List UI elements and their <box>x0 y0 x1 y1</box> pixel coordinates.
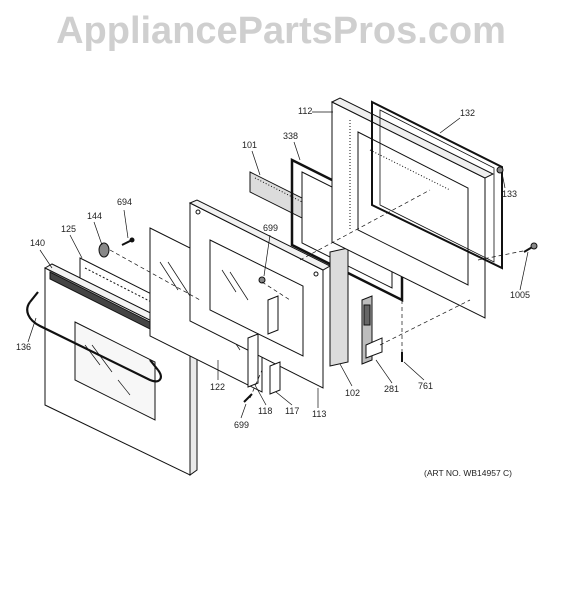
side-insulation-strip <box>329 247 349 367</box>
callout-281: 281 <box>384 384 399 394</box>
callout-118: 118 <box>258 406 272 416</box>
callout-122: 122 <box>210 382 225 392</box>
callout-1005: 1005 <box>510 290 530 300</box>
callout-699-upper: 699 <box>263 223 278 233</box>
washer-144 <box>98 242 110 258</box>
callout-102: 102 <box>345 388 360 398</box>
callout-117: 117 <box>285 406 299 416</box>
callout-338: 338 <box>283 131 298 141</box>
screw-133 <box>496 166 504 174</box>
screw-699-upper <box>258 276 266 284</box>
callout-694: 694 <box>117 197 132 207</box>
leader-lines <box>27 111 529 419</box>
callout-132: 132 <box>460 108 475 118</box>
callout-133: 133 <box>502 189 517 199</box>
callout-113: 113 <box>312 409 326 419</box>
callout-101: 101 <box>242 140 257 150</box>
callout-761: 761 <box>418 381 433 391</box>
callout-136: 136 <box>16 342 31 352</box>
callout-699-lower: 699 <box>234 420 249 430</box>
door-inner-liner <box>188 199 332 389</box>
art-number: (ART NO. WB14957 C) <box>424 468 513 478</box>
callout-140: 140 <box>30 238 45 248</box>
door-hinge-brackets <box>247 295 281 395</box>
alignment-lines <box>109 189 529 399</box>
callout-144: 144 <box>87 211 102 221</box>
callout-112: 112 <box>298 106 312 116</box>
oven-front-frame <box>330 97 495 319</box>
callout-125: 125 <box>61 224 76 234</box>
watermark-logo: AppliancePartsPros.com <box>56 10 506 52</box>
screw-699-lower <box>243 393 253 403</box>
oven-front-gasket <box>371 100 503 270</box>
screw-694 <box>121 237 135 246</box>
hinge-assembly <box>361 295 383 365</box>
screw-1005 <box>523 242 538 253</box>
